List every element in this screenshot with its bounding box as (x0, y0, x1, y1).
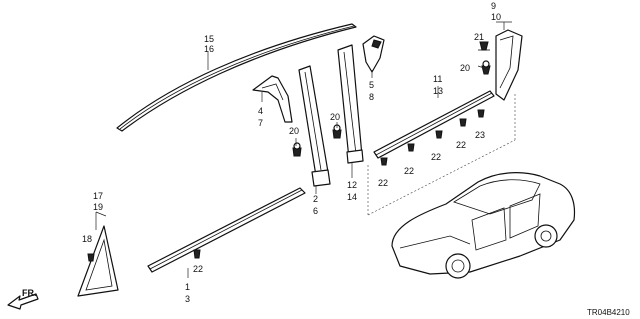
clip-21[interactable] (478, 41, 490, 51)
rear-side-garnish[interactable] (495, 29, 523, 101)
center-pillar-garnish[interactable] (298, 65, 331, 187)
callout-21: 21 (474, 32, 484, 42)
callout-12: 12 (347, 180, 357, 190)
callout-17: 17 (93, 191, 103, 201)
callout-22a: 22 (378, 178, 388, 188)
callout-10: 10 (491, 12, 501, 22)
roof-molding[interactable] (116, 23, 357, 132)
callout-9: 9 (491, 1, 496, 11)
callout-3: 3 (185, 294, 190, 304)
callout-20b: 20 (330, 112, 340, 122)
car-illustration (391, 172, 576, 279)
callout-22e: 22 (193, 264, 203, 274)
rear-pillar-garnish[interactable] (337, 44, 364, 164)
callout-6: 6 (313, 206, 318, 216)
callout-20a: 20 (289, 126, 299, 136)
callout-11: 11 (433, 74, 442, 84)
callout-5: 5 (369, 80, 374, 90)
callout-19: 19 (93, 202, 103, 212)
callout-7: 7 (258, 118, 263, 128)
rear-door-belt-molding[interactable] (373, 90, 495, 159)
callout-4: 4 (258, 106, 263, 116)
callout-22c: 22 (431, 152, 441, 162)
callout-23: 23 (475, 130, 485, 140)
callout-13: 13 (433, 86, 443, 96)
front-direction-arrow (7, 293, 39, 310)
callout-14: 14 (347, 192, 357, 202)
front-pillar-garnish[interactable] (252, 75, 293, 123)
callout-1: 1 (185, 282, 190, 292)
diagram-code: TR04B4210 (587, 308, 630, 317)
callout-22b: 22 (404, 166, 414, 176)
callout-22d: 22 (456, 140, 466, 150)
callout-15: 15 (204, 34, 214, 44)
clip-18[interactable] (87, 253, 95, 262)
front-door-belt-molding[interactable] (147, 187, 306, 273)
callout-18: 18 (82, 234, 92, 244)
clip-20c[interactable] (481, 60, 491, 75)
callout-8: 8 (369, 92, 374, 102)
leader-lines (95, 21, 512, 278)
rear-corner-piece[interactable] (362, 35, 385, 73)
direction-label: FR. (22, 288, 37, 298)
callout-16: 16 (204, 44, 214, 54)
clip-20a[interactable] (292, 142, 302, 157)
callout-20c: 20 (460, 63, 470, 73)
callout-2: 2 (313, 194, 318, 204)
clip-22e[interactable] (193, 249, 201, 259)
belt-clips[interactable] (380, 109, 485, 166)
